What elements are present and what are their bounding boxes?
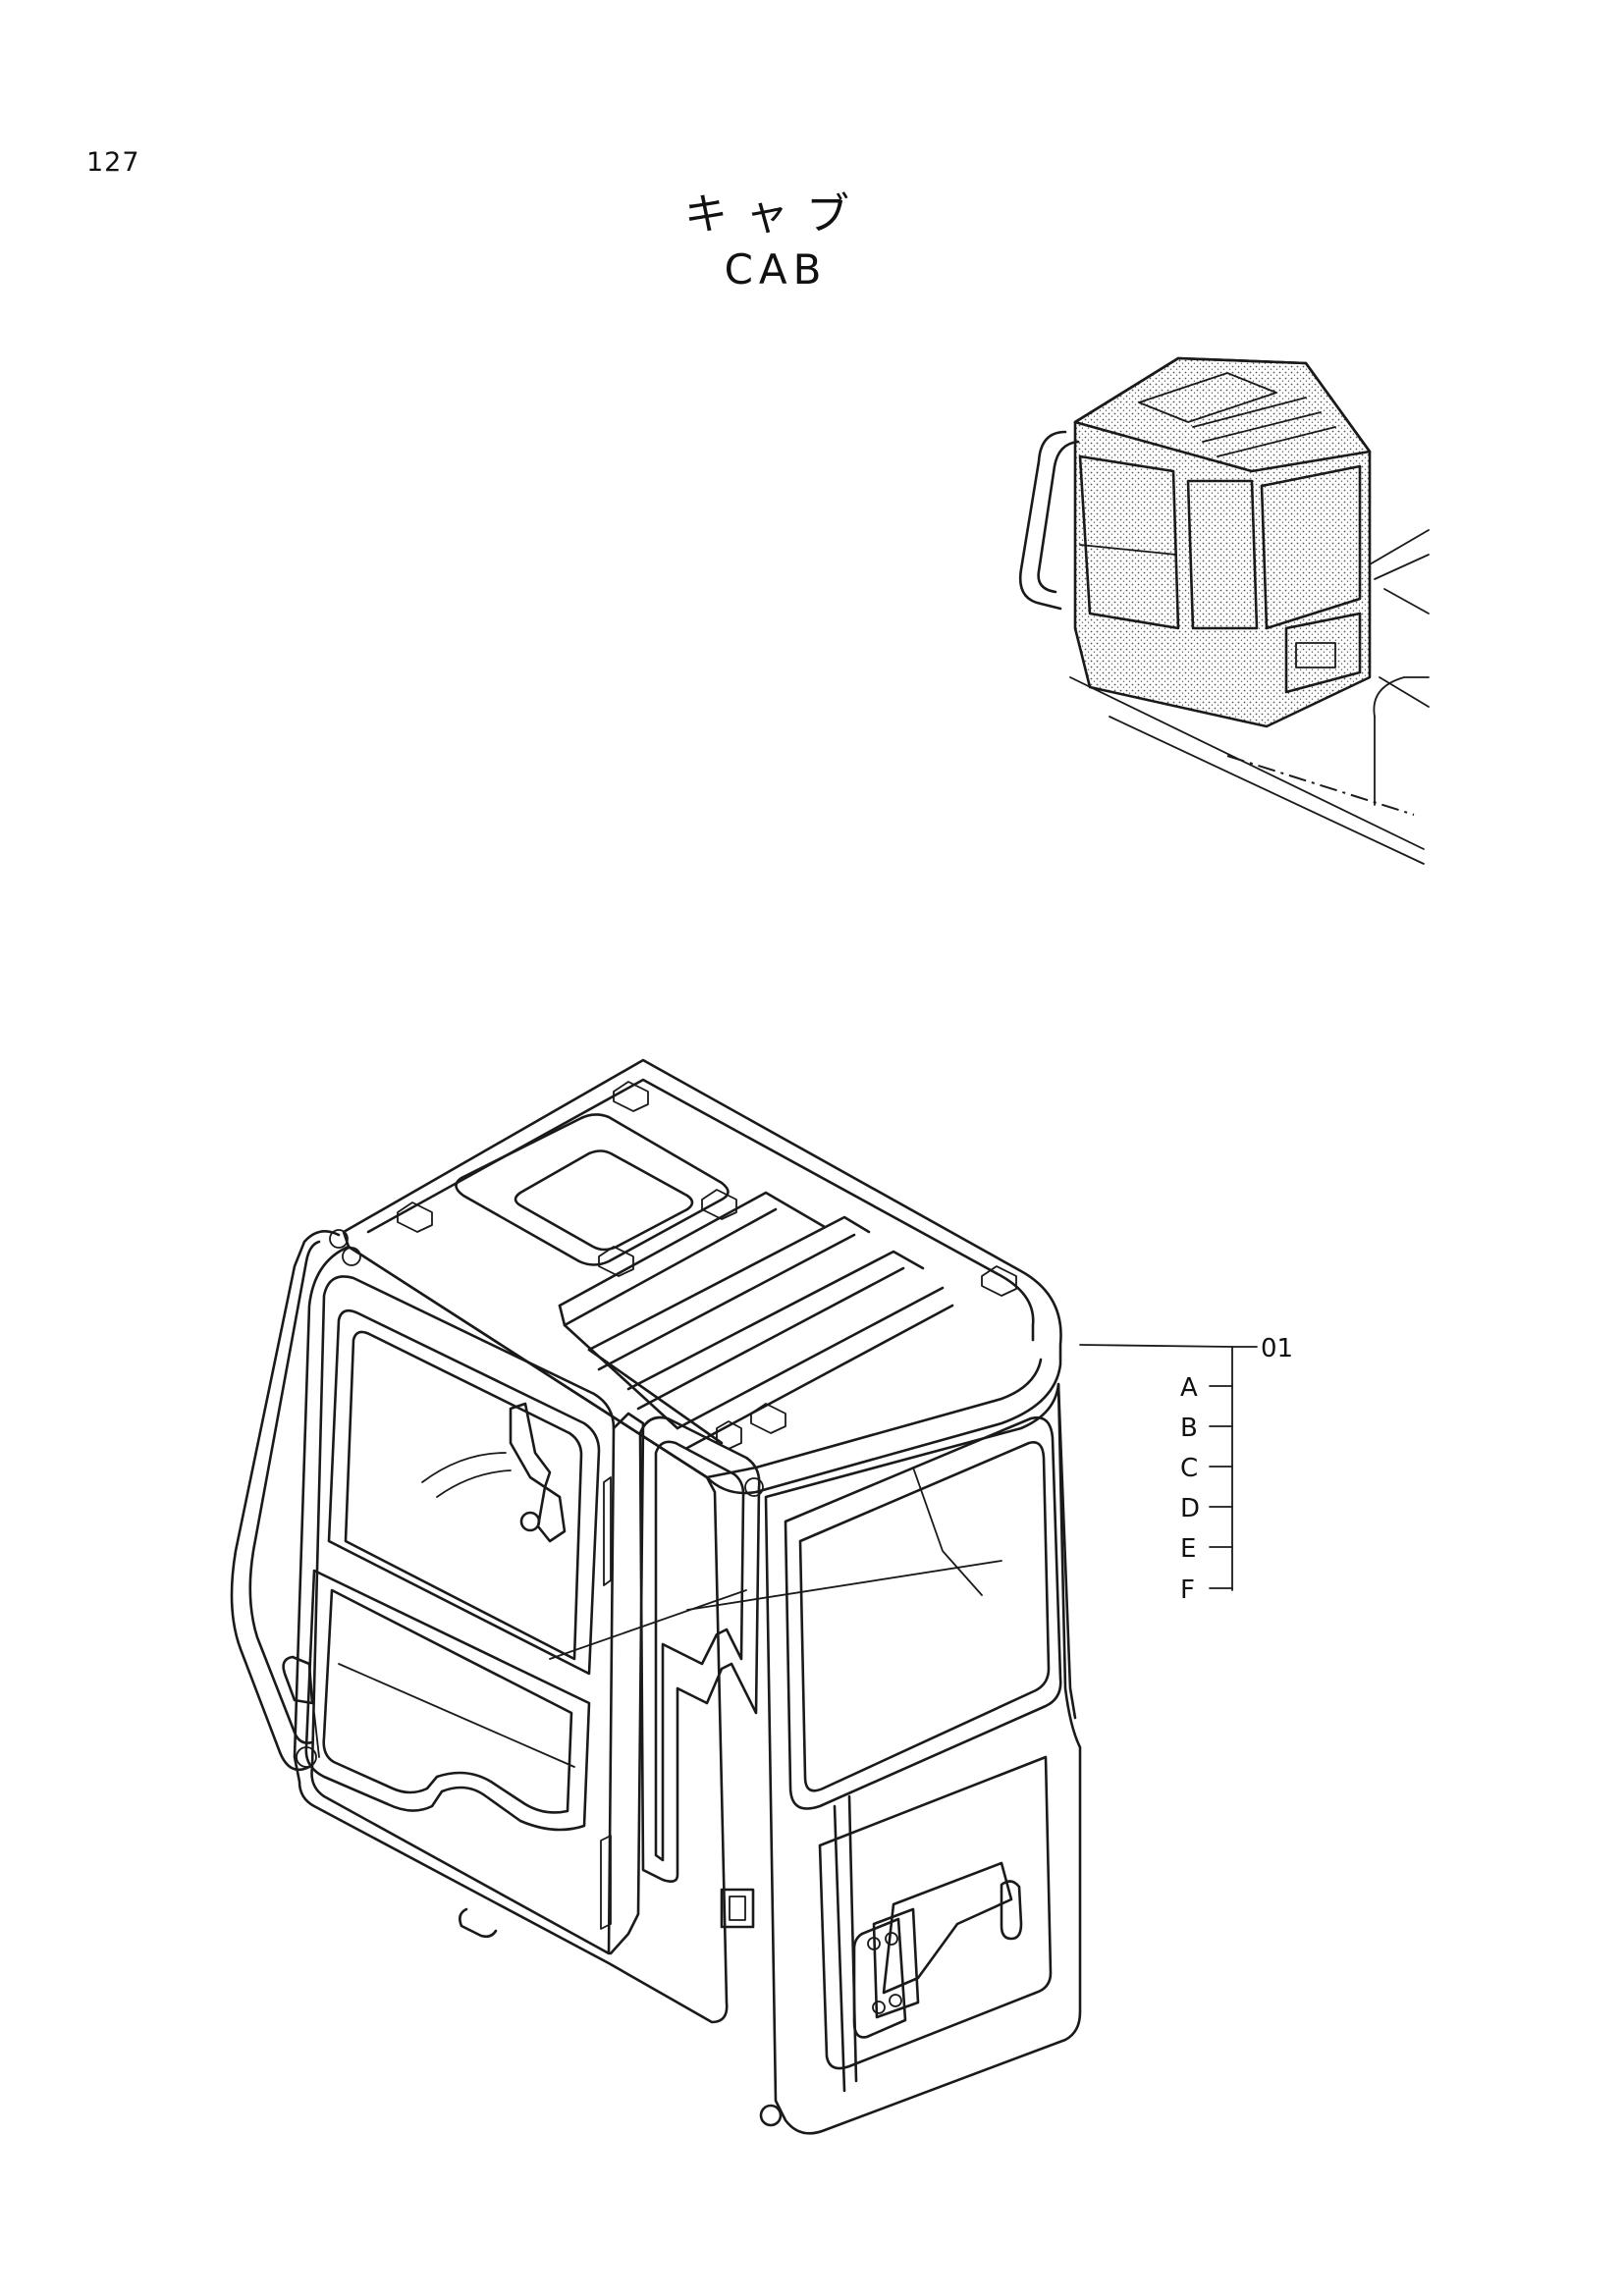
front-windshield [784,1415,1062,1810]
cab-roof [342,1058,1062,1495]
callout-d: D [1180,1494,1200,1523]
callout-a: A [1180,1373,1198,1403]
callout-b: B [1180,1414,1198,1443]
callout-leaders [1079,1344,1258,1591]
title-japanese: キャブ [684,189,867,240]
cab-left-side [293,1245,729,2024]
access-cover [882,1861,1013,1995]
callout-01: 01 [1261,1334,1293,1363]
handrail [230,1230,341,1772]
page-number: 127 [86,147,140,178]
location-reference-view [1018,356,1430,865]
cab-front [764,1382,1082,2135]
callout-e: E [1180,1534,1196,1564]
callout-f: F [1180,1575,1195,1605]
roof-hatch [455,1113,730,1266]
cab-door [310,1275,616,1955]
cab-assembly [230,1058,1082,2135]
title-english: CAB [724,245,828,294]
callout-c: C [1180,1454,1198,1483]
reference-cab-body [1073,356,1372,728]
